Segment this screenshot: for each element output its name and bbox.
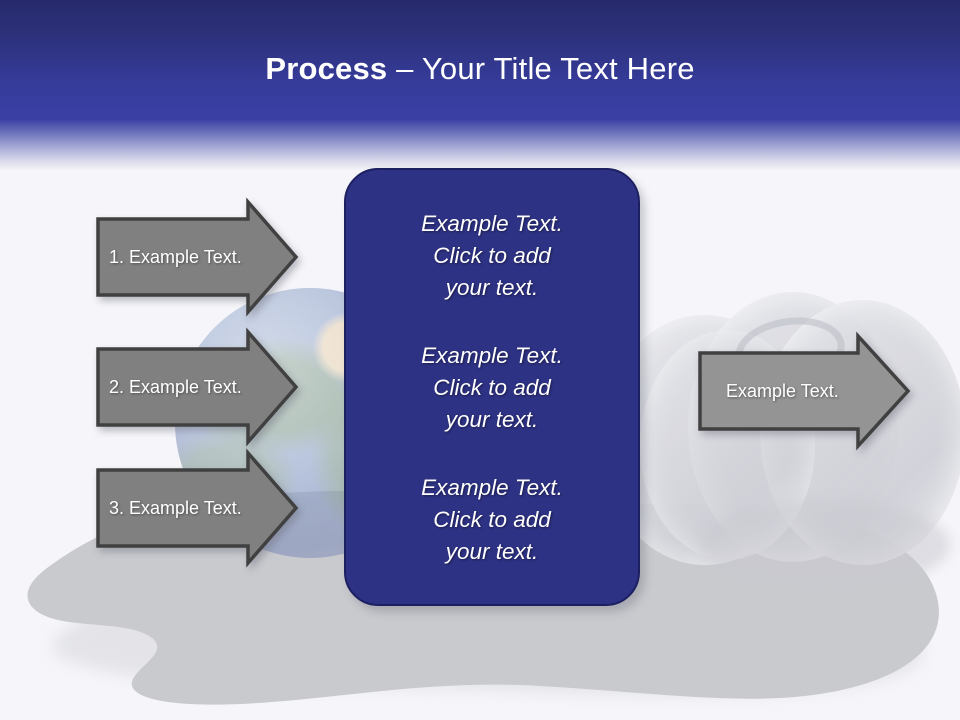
center-paragraph-3: Example Text. Click to add your text. bbox=[421, 475, 563, 564]
input-arrow-2-label: 2. Example Text. bbox=[109, 377, 242, 397]
arrow-right-icon bbox=[698, 331, 911, 451]
arrow-right-icon bbox=[96, 448, 299, 568]
arrow-right-icon bbox=[96, 327, 299, 447]
output-arrow[interactable]: Example Text. bbox=[698, 331, 911, 451]
output-arrow-label: Example Text. bbox=[726, 381, 839, 401]
input-arrow-1-label: 1. Example Text. bbox=[109, 247, 242, 267]
slide-title: Process – Your Title Text Here bbox=[0, 50, 960, 88]
input-arrow-2[interactable]: 2. Example Text. bbox=[96, 327, 299, 447]
input-arrow-3-label: 3. Example Text. bbox=[109, 498, 242, 518]
disc-shadow bbox=[700, 500, 950, 590]
input-arrow-3[interactable]: 3. Example Text. bbox=[96, 448, 299, 568]
center-paragraph-1: Example Text. Click to add your text. bbox=[421, 211, 563, 300]
arrow-right-icon bbox=[96, 197, 299, 317]
center-paragraph-2: Example Text. Click to add your text. bbox=[421, 343, 563, 432]
input-arrow-1[interactable]: 1. Example Text. bbox=[96, 197, 299, 317]
title-strong-part: Process bbox=[265, 51, 388, 86]
center-process-box[interactable]: Example Text. Click to add your text. Ex… bbox=[344, 168, 640, 606]
title-rest-part: – Your Title Text Here bbox=[387, 51, 695, 86]
